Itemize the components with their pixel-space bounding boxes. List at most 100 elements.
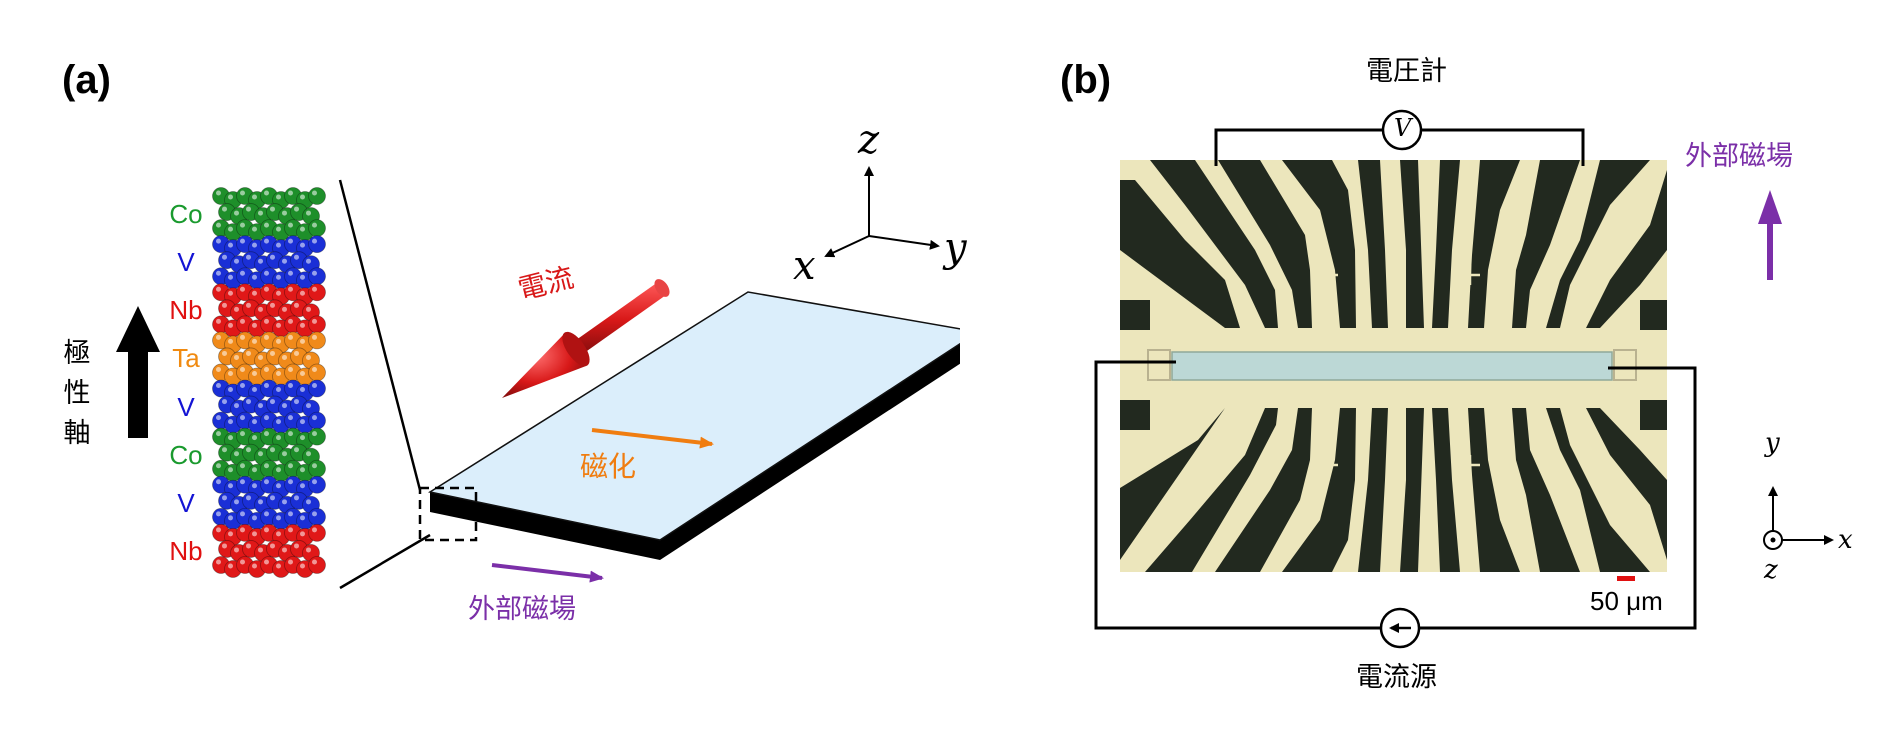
atom-highlight bbox=[246, 350, 251, 356]
substrate-gap-19 bbox=[1468, 408, 1520, 572]
atom-highlight bbox=[294, 495, 299, 501]
atom-highlight bbox=[300, 371, 305, 376]
atom-highlight bbox=[234, 306, 239, 312]
atom-highlight bbox=[216, 270, 221, 276]
atom bbox=[308, 523, 326, 542]
layer-label-5: V bbox=[177, 391, 195, 422]
atom bbox=[308, 187, 326, 205]
atom-highlight bbox=[264, 190, 269, 196]
atom-highlight bbox=[306, 451, 311, 457]
substrate-gap-25 bbox=[1640, 300, 1667, 330]
atom-highlight bbox=[240, 286, 245, 292]
polar-axis-arrow bbox=[116, 306, 160, 438]
atom-highlight bbox=[228, 274, 233, 280]
atom-highlight bbox=[276, 226, 281, 232]
atom-highlight bbox=[228, 435, 233, 441]
atom-highlight bbox=[264, 431, 269, 437]
voltmeter-label: 電圧計 bbox=[1366, 56, 1447, 87]
atom-highlight bbox=[240, 190, 245, 196]
atom-highlight bbox=[264, 559, 269, 565]
atom bbox=[308, 475, 326, 494]
atom-highlight bbox=[252, 371, 257, 376]
substrate-gap-12 bbox=[1120, 408, 1240, 560]
atom-highlight bbox=[246, 495, 251, 501]
axis-x-label-b: x bbox=[1838, 525, 1853, 555]
atom bbox=[308, 459, 326, 478]
atom-highlight bbox=[300, 338, 305, 344]
layer-3-nb bbox=[212, 283, 326, 338]
layer-7-v bbox=[212, 475, 326, 530]
atom bbox=[308, 411, 326, 430]
substrate-gap-24 bbox=[1120, 400, 1150, 430]
atom-highlight bbox=[252, 242, 257, 248]
substrate-gap-11 bbox=[1586, 170, 1667, 328]
atom-highlight bbox=[312, 222, 317, 228]
atom-highlight bbox=[264, 479, 269, 485]
channel bbox=[1171, 351, 1613, 381]
atom-highlight bbox=[264, 270, 269, 276]
atom-highlight bbox=[288, 238, 293, 244]
atom-highlight bbox=[222, 302, 227, 308]
atom-highlight bbox=[252, 531, 257, 537]
atom-highlight bbox=[216, 463, 221, 469]
external-field-label-b: 外部磁場 bbox=[1685, 141, 1793, 172]
atom bbox=[308, 379, 326, 398]
atom bbox=[308, 235, 326, 254]
atom-highlight bbox=[276, 387, 281, 392]
atom-highlight bbox=[306, 258, 311, 264]
atom-highlight bbox=[216, 367, 221, 372]
atom-highlight bbox=[306, 547, 311, 553]
atom-highlight bbox=[300, 515, 305, 521]
atom-highlight bbox=[228, 371, 233, 376]
atom-highlight bbox=[300, 274, 305, 280]
atom-highlight bbox=[252, 467, 257, 473]
atom bbox=[308, 283, 326, 302]
atom-highlight bbox=[270, 254, 275, 260]
layer-6-co bbox=[212, 427, 326, 482]
atom-highlight bbox=[288, 527, 293, 533]
atom-highlight bbox=[246, 399, 251, 405]
atom-highlight bbox=[264, 383, 269, 388]
atom-highlight bbox=[240, 415, 245, 421]
atom-highlight bbox=[294, 254, 299, 260]
atom-highlight bbox=[240, 511, 245, 517]
substrate-gap-10 bbox=[1546, 160, 1650, 328]
polar-axis-label: 極 性 軸 bbox=[60, 334, 94, 454]
layer-label-2: V bbox=[177, 247, 195, 278]
current-source-label: 電流源 bbox=[1356, 662, 1437, 693]
atom-highlight bbox=[288, 222, 293, 228]
atom-highlight bbox=[282, 547, 287, 553]
atom-highlight bbox=[216, 431, 221, 437]
atom-highlight bbox=[252, 338, 257, 344]
substrate-gap-21 bbox=[1546, 408, 1650, 572]
atom-highlight bbox=[300, 419, 305, 425]
atom bbox=[308, 427, 326, 446]
atom-highlight bbox=[300, 563, 305, 569]
atom-highlight bbox=[234, 210, 239, 216]
atom-highlight bbox=[288, 318, 293, 324]
atom-highlight bbox=[294, 399, 299, 405]
atom-highlight bbox=[258, 403, 263, 409]
atom-highlight bbox=[216, 511, 221, 517]
layer-label-6: Co bbox=[169, 439, 203, 470]
atom-highlight bbox=[288, 286, 293, 292]
atom-highlight bbox=[276, 322, 281, 328]
atom bbox=[308, 363, 326, 382]
atom-highlight bbox=[282, 451, 287, 457]
atom-highlight bbox=[282, 258, 287, 264]
atom-highlight bbox=[300, 531, 305, 537]
atom-highlight bbox=[264, 463, 269, 469]
atom-highlight bbox=[288, 367, 293, 372]
atom-highlight bbox=[240, 527, 245, 533]
atom-highlight bbox=[252, 483, 257, 489]
atomic-layer-stack bbox=[212, 187, 326, 578]
voltmeter-icon bbox=[1381, 109, 1423, 151]
atom-highlight bbox=[258, 210, 263, 216]
atom-highlight bbox=[276, 274, 281, 280]
atom-highlight bbox=[228, 290, 233, 296]
atom-highlight bbox=[240, 222, 245, 228]
atom-highlight bbox=[300, 226, 305, 232]
atom-highlight bbox=[234, 403, 239, 409]
atom-highlight bbox=[228, 515, 233, 521]
atom-highlight bbox=[216, 479, 221, 485]
